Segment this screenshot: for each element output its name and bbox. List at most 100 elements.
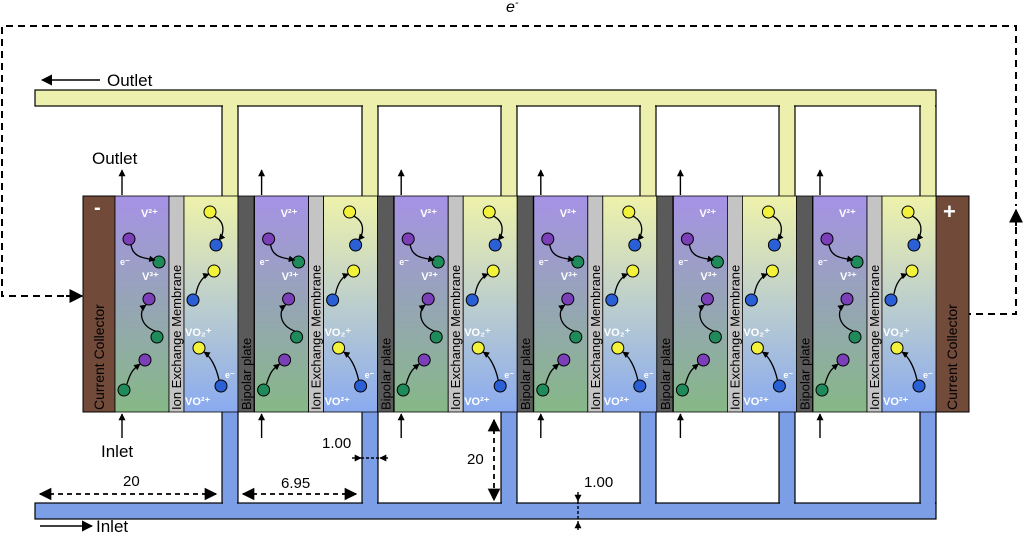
bipolar-plate: [377, 195, 395, 413]
ion-label-v2: V²⁺: [420, 208, 437, 220]
ion-label-v2: V²⁺: [141, 208, 158, 220]
vo2p-ion: [192, 341, 206, 355]
outlet-manifold-joins: [223, 104, 935, 108]
v2-ion: [138, 353, 152, 367]
ion-label-v2: V²⁺: [281, 208, 298, 220]
electron-label: e⁻: [225, 370, 235, 380]
ion-label-vo2pp: VO²⁺: [325, 396, 351, 408]
vo2pp-ion: [628, 238, 642, 252]
ion-label-v2: V²⁺: [839, 208, 856, 220]
ion-label-vo2pp: VO²⁺: [464, 396, 490, 408]
v3-ion: [290, 330, 304, 344]
ion-label-v3: V³⁺: [561, 271, 578, 283]
ion-label-vo2p: VO₂⁺: [185, 327, 212, 339]
vo2p-ion: [482, 205, 496, 219]
dimension-small-arrows: [352, 454, 582, 530]
reaction-arrow-icon: [418, 304, 435, 332]
membrane-label: Ion Exchange Membrane: [448, 265, 463, 410]
membrane-label: Ion Exchange Membrane: [169, 265, 184, 410]
vo2pp-ion: [209, 238, 223, 252]
v3-ion: [850, 255, 864, 269]
ion-label-vo2pp: VO²⁺: [604, 396, 630, 408]
vo2pp-ion: [354, 379, 368, 393]
v2-ion: [680, 232, 694, 246]
v2-ion: [282, 292, 296, 306]
reaction-arrow-icon: [761, 351, 779, 381]
dim-695-label: 6.95: [281, 475, 310, 492]
collector-minus-sign: -: [94, 197, 101, 219]
ion-label-vo2p: VO₂⁺: [604, 327, 631, 339]
ion-label-v3: V³⁺: [700, 271, 717, 283]
v2-ion: [696, 353, 710, 367]
reaction-arrow-icon: [353, 215, 365, 241]
bipolar-plate: [796, 195, 813, 413]
membrane-label: Ion Exchange Membrane: [588, 265, 603, 410]
vo2pp-ion: [633, 379, 647, 393]
ion-label-v3: V³⁺: [282, 271, 299, 283]
v3-ion: [675, 383, 689, 397]
vo2p-ion: [343, 205, 357, 219]
vo2p-ion: [332, 341, 346, 355]
reaction-arrow-icon: [837, 304, 854, 332]
bipolar-plate-label: Bipolar plate: [239, 338, 254, 410]
v2-ion: [401, 232, 415, 246]
electron-label: e⁻: [399, 257, 409, 267]
reaction-arrow-icon: [343, 351, 360, 381]
reaction-arrow-icon: [405, 363, 420, 385]
membrane-label: Ion Exchange Membrane: [309, 265, 324, 410]
bipolar-plate-label: Bipolar plate: [379, 338, 394, 410]
reaction-arrow-icon: [911, 215, 924, 241]
reaction-arrow-icon: [614, 273, 629, 295]
bipolar-plate-label: Bipolar plate: [518, 338, 533, 410]
reaction-arrow-icon: [632, 215, 645, 241]
ion-label-vo2p: VO₂⁺: [743, 327, 770, 339]
outlet-left-label: Outlet: [92, 149, 138, 168]
current-collector-right-label: Current Collector: [944, 304, 960, 410]
vo2pp-ion: [488, 238, 502, 252]
ion-label-v3: V³⁺: [142, 271, 159, 283]
ion-label-vo2pp: VO²⁺: [883, 396, 909, 408]
electron-label: e⁻: [260, 257, 270, 267]
vo2pp-ion: [912, 379, 926, 393]
vo2pp-ion: [772, 379, 786, 393]
flow-arrows: [118, 169, 824, 438]
vo2pp-ion: [465, 293, 479, 307]
reaction-arrow-icon: [195, 273, 210, 295]
reaction-arrow-icon: [278, 304, 295, 332]
vo2p-ion: [890, 341, 904, 355]
vo2pp-ion: [186, 293, 200, 307]
v3-ion: [815, 383, 829, 397]
electron-label: e⁻: [818, 257, 828, 267]
vo2p-ion: [611, 341, 625, 355]
dim-20-horizontal-label: 20: [123, 473, 140, 490]
reaction-arrow-icon: [126, 363, 141, 385]
vo2p-ion: [486, 264, 500, 278]
electron-label: e⁻: [644, 370, 654, 380]
reaction-arrow-icon: [828, 244, 854, 263]
reaction-arrow-icon: [753, 273, 769, 295]
outlet-manifold: [34, 89, 937, 199]
reaction-arrow-icon: [901, 351, 918, 381]
ion-label-v2: V²⁺: [560, 208, 577, 220]
v2-ion: [262, 232, 276, 246]
v2-ion: [421, 292, 435, 306]
membrane-label: Ion Exchange Membrane: [727, 265, 742, 410]
reaction-arrow-icon: [492, 215, 505, 241]
reaction-arrow-icon: [684, 363, 699, 385]
vo2p-ion: [203, 205, 217, 219]
dim-20-vertical-label: 20: [467, 451, 484, 468]
current-collector-left-label: Current Collector: [91, 304, 107, 410]
vo2p-ion: [471, 341, 485, 355]
v3-ion: [569, 330, 583, 344]
ion-label-vo2p: VO₂⁺: [325, 327, 352, 339]
ion-label-vo2pp: VO²⁺: [185, 396, 211, 408]
electron-label: e⁻: [923, 370, 933, 380]
inlet-manifold: [34, 409, 937, 520]
bipolar-plate: [237, 195, 255, 413]
reaction-arrow-icon: [697, 304, 714, 332]
vo2p-ion: [622, 205, 636, 219]
vo2p-ion: [347, 264, 361, 278]
vo2pp-ion: [214, 379, 228, 393]
